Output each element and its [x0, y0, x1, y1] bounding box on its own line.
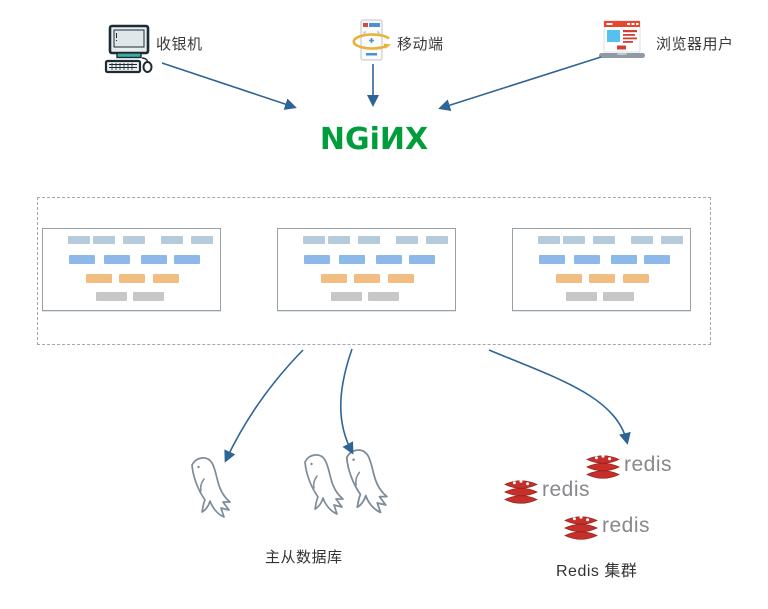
code-bar — [161, 236, 183, 244]
mysql-dolphin-icon — [183, 455, 247, 527]
app-instance-2 — [277, 228, 456, 311]
code-bar — [538, 236, 560, 244]
mysql-label: 主从数据库 — [265, 549, 343, 566]
code-bar — [303, 236, 325, 244]
code-bar — [566, 292, 597, 301]
code-bar — [409, 255, 435, 264]
code-bar — [426, 236, 448, 244]
redis-logo-icon — [585, 451, 621, 483]
code-bar — [123, 236, 145, 244]
code-bar — [93, 236, 115, 244]
code-bar — [69, 255, 95, 264]
redis-logo-text: redis — [542, 478, 591, 501]
redis-cluster-label: Redis 集群 — [556, 563, 638, 580]
arrow-cash-register-to-nginx — [161, 62, 297, 110]
cash-register-label: 收银机 — [156, 36, 203, 53]
app-instance-1 — [42, 228, 221, 311]
app-instance-3 — [512, 228, 691, 311]
code-bar — [354, 274, 380, 283]
code-bar — [593, 236, 615, 244]
redis-logo-icon — [563, 512, 599, 544]
arrow-app-to-mysql-1 — [224, 349, 304, 463]
code-bar — [96, 292, 127, 301]
code-bar — [358, 236, 380, 244]
code-bar — [623, 274, 649, 283]
code-bar — [304, 255, 330, 264]
code-bar — [376, 255, 402, 264]
browser-user-icon — [597, 20, 647, 64]
code-bar — [153, 274, 179, 283]
code-bar — [396, 236, 418, 244]
code-bar — [328, 236, 350, 244]
code-bar — [388, 274, 414, 283]
arrow-app-to-redis — [488, 349, 631, 445]
code-bar — [368, 292, 399, 301]
code-bar — [556, 274, 582, 283]
code-bar — [563, 236, 585, 244]
code-bar — [589, 274, 615, 283]
mobile-label: 移动端 — [397, 36, 444, 53]
code-bar — [539, 255, 565, 264]
arrow-app-to-mysql-2 — [340, 348, 354, 455]
code-bar — [104, 255, 130, 264]
code-bar — [321, 274, 347, 283]
code-bar — [631, 236, 653, 244]
browser-user-label: 浏览器用户 — [656, 36, 734, 53]
code-bar — [133, 292, 164, 301]
redis-logo-text: redis — [624, 453, 673, 476]
code-bar — [574, 255, 600, 264]
code-bar — [331, 292, 362, 301]
nginx-logo: NGiИX — [319, 122, 429, 157]
code-bar — [86, 274, 112, 283]
mysql-dolphin-icon — [337, 447, 405, 523]
code-bar — [68, 236, 90, 244]
code-bar — [611, 255, 637, 264]
code-bar — [644, 255, 670, 264]
code-bar — [661, 236, 683, 244]
cash-register-icon — [104, 24, 156, 76]
arrow-browser-to-nginx — [438, 56, 602, 111]
code-bar — [191, 236, 213, 244]
code-bar — [603, 292, 634, 301]
code-bar — [141, 255, 167, 264]
mobile-icon — [348, 18, 394, 64]
app-cluster-group — [37, 197, 711, 345]
code-bar — [174, 255, 200, 264]
code-bar — [339, 255, 365, 264]
redis-logo-icon — [503, 476, 539, 508]
code-bar — [119, 274, 145, 283]
redis-logo-text: redis — [602, 514, 651, 537]
